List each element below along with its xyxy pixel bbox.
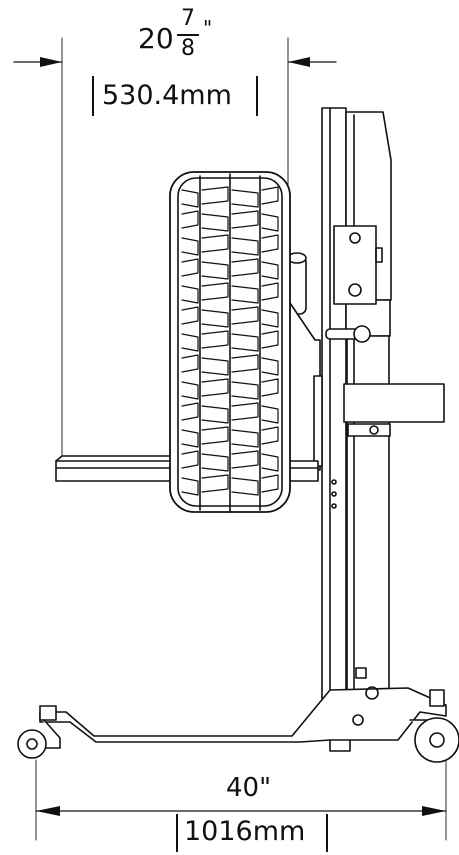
tread-block: [201, 282, 229, 301]
tread-block: [181, 210, 199, 229]
tread-block: [181, 477, 199, 496]
tread-block: [231, 477, 259, 496]
left-caster: [17, 705, 61, 759]
tread-block: [201, 357, 229, 376]
tread-block: [231, 354, 259, 373]
bottom-dimension-imperial: 40": [226, 773, 272, 803]
tread-block: [261, 186, 279, 205]
tread-block: [201, 309, 229, 328]
tread-block: [231, 429, 259, 448]
bottom-dimension-lines: [35, 759, 447, 841]
tread-block: [261, 234, 279, 253]
tread-block: [201, 378, 229, 397]
top-dimension-whole: 20: [138, 22, 174, 55]
tread-block: [231, 258, 259, 277]
support-arm: [287, 252, 323, 471]
tread-block: [201, 453, 229, 472]
tread-block: [181, 333, 199, 352]
tread-block: [201, 261, 229, 280]
top-dimension-metric: 530.4mm: [102, 80, 232, 111]
tread-block: [231, 210, 259, 229]
handle: [325, 325, 371, 343]
tread-block: [181, 237, 199, 256]
tread-block: [181, 450, 199, 469]
bottom-metric-bracket: [176, 814, 328, 852]
tread-block: [201, 405, 229, 424]
tread-block: [201, 474, 229, 493]
tread-block: [261, 261, 279, 280]
tread-block: [181, 258, 199, 277]
tread-block: [261, 309, 279, 328]
tread-block: [261, 282, 279, 301]
tread-block: [181, 189, 199, 208]
tread-block: [261, 474, 279, 493]
tread-block: [231, 402, 259, 421]
carriage-block: [343, 383, 445, 437]
right-caster: [409, 689, 459, 763]
tread-block: [261, 426, 279, 445]
tread-block: [261, 453, 279, 472]
tread-block: [231, 237, 259, 256]
top-metric-bracket: [92, 76, 258, 116]
bottom-dimension-metric: 1016mm: [184, 816, 306, 847]
base-frame: [39, 667, 447, 743]
tread-block: [231, 333, 259, 352]
tread-block: [181, 306, 199, 325]
tread-block: [181, 402, 199, 421]
tread-block: [201, 330, 229, 349]
tread-block: [181, 285, 199, 304]
mast-holes: [331, 479, 337, 509]
tread-block: [231, 285, 259, 304]
tread-block: [201, 234, 229, 253]
tread-block: [261, 405, 279, 424]
top-dimension-numerator: 7: [181, 6, 195, 31]
top-dimension-inch-mark: ": [203, 16, 213, 40]
tread-block: [261, 213, 279, 232]
tread-block: [181, 381, 199, 400]
tread-block: [181, 354, 199, 373]
fraction-bar: [177, 34, 199, 36]
tread-block: [231, 450, 259, 469]
tread-block: [201, 213, 229, 232]
tread-block: [261, 357, 279, 376]
tread-block: [181, 429, 199, 448]
top-dimension-lines: [13, 37, 337, 456]
tread-block: [231, 189, 259, 208]
tire: [169, 171, 291, 513]
tread-block: [261, 378, 279, 397]
tread-block: [201, 186, 229, 205]
tread-block: [231, 381, 259, 400]
tread-block: [231, 306, 259, 325]
tread-block: [201, 426, 229, 445]
control-box: [333, 225, 383, 305]
top-dimension-denominator: 8: [181, 36, 195, 61]
tread-block: [261, 330, 279, 349]
